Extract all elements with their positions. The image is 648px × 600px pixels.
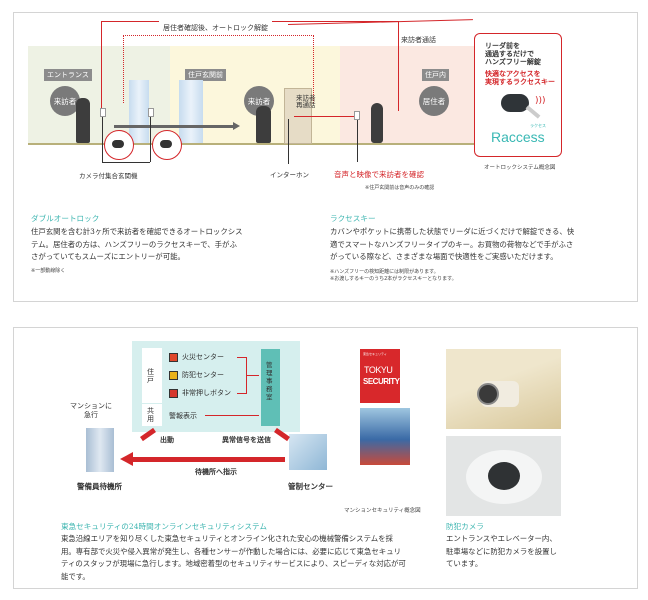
guard-station-label: 警備員待機所	[77, 482, 122, 491]
security-caption: マンションセキュリティ概念図	[344, 508, 421, 514]
sensor-row-burglar: 防犯センター	[169, 370, 224, 380]
key-zoom-circle-1	[104, 130, 134, 160]
group-residential: 住戸	[147, 368, 154, 384]
instruction-arrow-head	[120, 452, 133, 466]
callout-line-2: 通過するだけで	[485, 50, 534, 58]
zone-label-entrance: エントランス	[44, 69, 92, 81]
zone-label-inside: 住戸内	[422, 69, 449, 81]
raccess-key-note-1: ※ハンズフリーの検知距離には制限があります。	[330, 269, 439, 275]
callout-red-2: 実現するラクセスキー	[485, 78, 555, 86]
emergency-button-icon	[169, 388, 178, 398]
security-camera-body: エントランスやエレベーター内、駐車場などに防犯カメラを設置しています。	[446, 534, 557, 568]
double-autolock-note: ※一部動線除く	[31, 268, 66, 274]
glass-door-2	[179, 80, 203, 143]
dispatch-label: 出動	[160, 436, 174, 444]
signal-label: 異常信号を送信	[222, 436, 271, 444]
burglar-icon	[169, 370, 178, 380]
camera-unit-label: カメラ付集合玄関機	[79, 172, 138, 180]
rush-label: マンションに急行	[70, 402, 112, 419]
guard-station-building	[86, 428, 114, 472]
double-autolock-heading: ダブルオートロック	[31, 214, 100, 223]
sensor-row-emergency: 非常押しボタン	[169, 388, 231, 398]
sensor-bracket	[237, 357, 247, 394]
raccess-key-note-2: ※お渡しするキーのうち2本がラクセスキーとなります。	[330, 276, 457, 282]
brochure-small-text: 東急セキュリティ	[363, 352, 387, 356]
intercom-panel	[354, 111, 360, 120]
control-center-building	[289, 434, 327, 470]
glass-door-1	[129, 80, 149, 143]
alarm-display-label: 警報表示	[169, 412, 197, 420]
raccess-key-heading: ラクセスキー	[330, 214, 376, 223]
flow-arrow-head	[233, 122, 240, 130]
callout-red-1: 快適なアクセスを	[485, 70, 541, 78]
fire-icon	[169, 352, 178, 362]
sensor-info-box: 住戸 共用 火災センター 防犯センター 非常押しボタン 警報表示 管理事務室	[132, 341, 300, 432]
security-panel: 住戸 共用 火災センター 防犯センター 非常押しボタン 警報表示 管理事務室 マ…	[13, 327, 638, 589]
raccess-callout: リーダ前を 通過するだけで ハンズフリー解錠 快適なアクセスを 実現するラクセス…	[474, 33, 562, 157]
control-center-label: 管制センター	[288, 482, 333, 491]
tokyu-security-brochure: 東急セキュリティ TOKYU SECURITY	[360, 349, 400, 403]
intercom-line	[288, 119, 289, 164]
alarm-to-office-arrow	[205, 415, 259, 417]
group-labels: 住戸 共用	[142, 348, 162, 426]
group-common: 共用	[147, 407, 154, 423]
autolock-release-label: 居住者確認後、オートロック解錠	[159, 15, 272, 34]
callout-line-1: リーダ前を	[485, 42, 520, 50]
visitor-circle-1: 来訪者	[50, 86, 80, 116]
online-security-heading: 東急セキュリティの24時間オンラインセキュリティシステム	[61, 522, 267, 531]
confirm-label: 音声と映像で来訪者を確認	[334, 170, 424, 179]
autolock-panel: エントランス 住戸玄関前 住戸内 来訪者 来訪者 居住者 居住者確認後、オートロ…	[13, 12, 638, 302]
instruction-arrow	[132, 457, 285, 462]
visitor-silhouette-1	[76, 98, 90, 143]
group-divider	[142, 403, 162, 404]
reader-1	[100, 108, 106, 117]
resident-circle: 居住者	[419, 86, 449, 116]
callout-line-3: ハンズフリー解錠	[485, 58, 541, 66]
security-camera-heading: 防犯カメラ	[446, 522, 484, 531]
flow-arrow	[114, 125, 234, 128]
intercom-line-2	[357, 120, 358, 162]
raccess-key-body: カバンやポケットに携帯した状態でリーダに近づくだけで解錠できる、快適でスマートな…	[330, 227, 575, 261]
confirm-note: ※住戸玄関前は音声のみの確認	[365, 185, 435, 191]
autolock-caption: オートロックシステム概念図	[484, 165, 556, 171]
online-security-body: 東急沿線エリアを知り尽くした東急セキュリティとオンライン化された安心の機械警備シ…	[61, 534, 406, 581]
signal-waves-icon: )))	[535, 96, 546, 106]
ceiling-camera-photo	[446, 349, 561, 429]
floor-line	[28, 143, 475, 145]
raccess-ruby: ラクセス	[530, 123, 546, 128]
camera-unit-line	[102, 117, 103, 162]
sensor-row-fire: 火災センター	[169, 352, 224, 362]
reader-2	[148, 108, 154, 117]
visitor-silhouette-2	[256, 106, 271, 143]
zone-label-front-door: 住戸玄関前	[185, 69, 226, 81]
brochure-title-1: TOKYU	[364, 365, 393, 375]
revisit-call-arrow	[294, 116, 357, 117]
revisit-call-label: 来訪者再通話	[296, 94, 316, 109]
raccess-brand: Raccess	[491, 129, 545, 145]
camera-unit-hline	[102, 162, 150, 163]
dome-camera-photo	[446, 436, 561, 516]
brochure-title-2: SECURITY	[363, 377, 400, 386]
raccess-key-icon	[501, 94, 529, 112]
security-guard-photo	[360, 408, 410, 465]
inside-unit-zone	[340, 46, 475, 144]
instruction-label: 待機所へ指示	[195, 468, 237, 476]
resident-silhouette	[371, 103, 383, 143]
key-blade	[525, 105, 541, 119]
dotted-release-line	[123, 35, 314, 103]
camera-lens	[477, 383, 499, 405]
key-zoom-circle-2	[152, 130, 182, 160]
management-office-label: 管理事務室	[266, 361, 273, 401]
camera-unit-line-2	[150, 117, 151, 162]
visitor-call-label: 来訪者通話	[401, 36, 436, 44]
dome-camera-lens	[488, 462, 520, 490]
intercom-label: インターホン	[270, 171, 309, 179]
double-autolock-body: 住戸玄関を含む計3ヶ所で来訪者を確認できるオートロックシステム。居住者の方は、ハ…	[31, 227, 243, 261]
management-office: 管理事務室	[261, 349, 280, 426]
sensor-to-office-arrow	[247, 375, 259, 377]
